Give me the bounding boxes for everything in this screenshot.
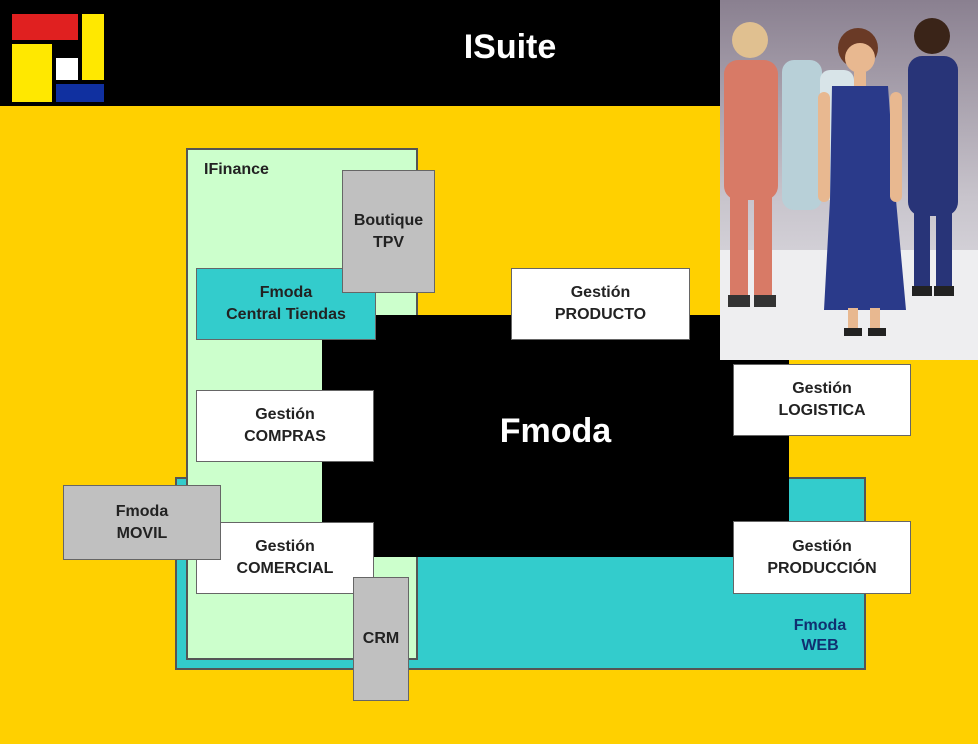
fmoda-core-block bbox=[322, 315, 789, 557]
gestion-producto-box: Gestión PRODUCTO bbox=[511, 268, 690, 340]
fmoda-web-label: Fmoda WEB bbox=[793, 617, 847, 654]
runway-photo-graphic bbox=[720, 0, 978, 360]
page-title: ISuite bbox=[463, 28, 557, 66]
gestion-produccion-box: Gestión PRODUCCIÓN bbox=[733, 521, 911, 594]
logo-icon bbox=[10, 12, 106, 104]
gestion-comercial-box: Gestión COMERCIAL bbox=[196, 522, 374, 594]
crm-box: CRM bbox=[353, 577, 409, 701]
runway-photo bbox=[720, 0, 978, 360]
ifinance-label: IFinance bbox=[204, 161, 269, 178]
fmoda-core-label: Fmoda bbox=[499, 412, 612, 450]
gestion-logistica-box: Gestión LOGISTICA bbox=[733, 364, 911, 436]
boutique-tpv-box: Boutique TPV bbox=[342, 170, 435, 293]
gestion-compras-box: Gestión COMPRAS bbox=[196, 390, 374, 462]
fmoda-movil-box: Fmoda MOVIL bbox=[63, 485, 221, 560]
